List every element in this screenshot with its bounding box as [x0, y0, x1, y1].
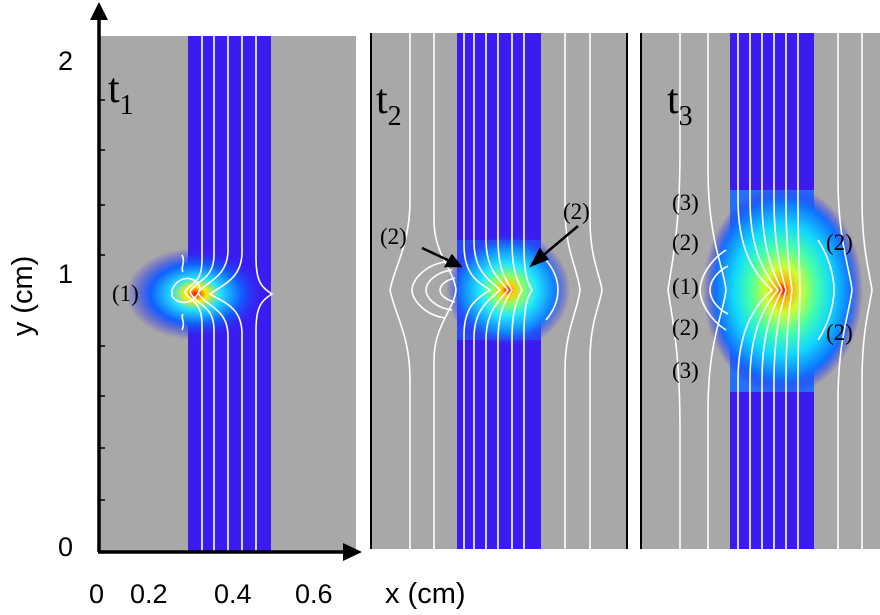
- panel-3: t3 (3) (2) (1) (2) (3) (2) (2): [641, 33, 880, 549]
- panel-2-annotation-2: (2): [563, 199, 590, 224]
- panel-1-contours: [171, 36, 274, 552]
- y-axis-arrowhead: [90, 2, 108, 20]
- x-tick-label-2: 0.4: [214, 579, 252, 609]
- panel-1-annotation-1: (1): [112, 281, 139, 306]
- y-tick-label-1: 1: [58, 259, 73, 289]
- panel-3-title: t3: [667, 77, 693, 132]
- panel-3-contours: [667, 33, 873, 549]
- x-tick-label-1: 0.2: [130, 579, 168, 609]
- panel-2-arrows: [421, 225, 579, 268]
- y-tick-label-2: 2: [58, 46, 73, 76]
- panel-3-annotation-1: (3): [672, 190, 699, 215]
- panel-2: t2 (2) (2): [371, 33, 627, 549]
- panel-3-annotation-7: (2): [826, 320, 853, 345]
- panel-2-contours: [389, 33, 603, 549]
- x-axis-arrowhead: [343, 543, 362, 561]
- panel-1-title: t1: [108, 66, 134, 121]
- panel-3-annotation-4: (2): [672, 315, 699, 340]
- y-axis-minor-ticks: [99, 99, 105, 501]
- panel-3-annotation-2: (2): [672, 230, 699, 255]
- panel-1: t1 (1): [100, 36, 356, 552]
- panel-3-annotation-6: (2): [826, 230, 853, 255]
- panel-3-annotation-5: (3): [672, 358, 699, 383]
- y-axis-label: y (cm): [7, 256, 39, 337]
- panel-3-hotspot: [703, 185, 863, 395]
- panel-1-hotspot: [126, 248, 266, 340]
- y-tick-label-0: 0: [58, 532, 73, 562]
- panel-2-annotation-1: (2): [380, 224, 407, 249]
- panel-2-title: t2: [376, 77, 402, 132]
- axes: 0 1 2 y (cm) 0 0.2 0.4 0.6 x (cm): [7, 2, 642, 610]
- x-tick-label-0: 0: [89, 579, 104, 609]
- x-tick-label-3: 0.6: [295, 579, 333, 609]
- panel-3-annotation-3: (1): [672, 274, 699, 299]
- x-axis-label: x (cm): [385, 578, 466, 610]
